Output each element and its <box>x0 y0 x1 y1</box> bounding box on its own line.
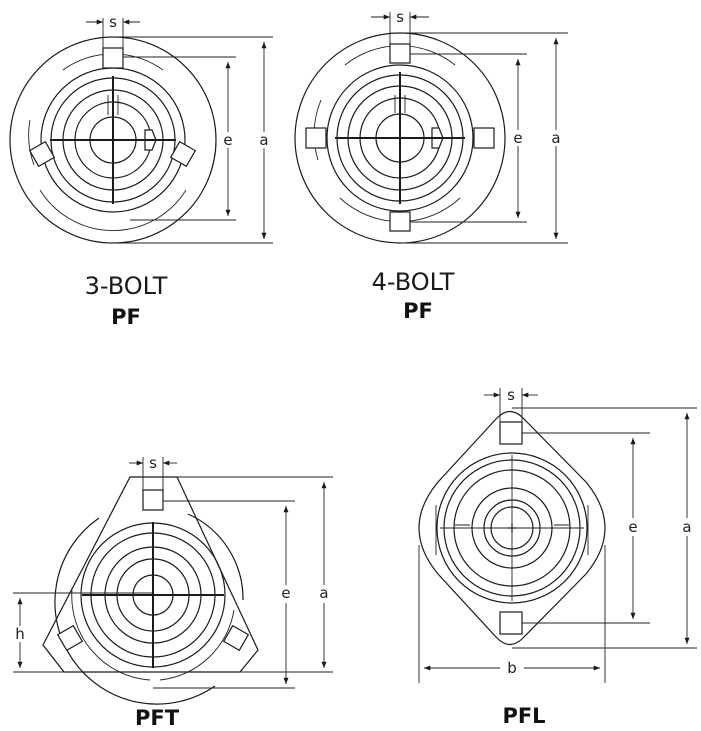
pft-drawing: s e a h PFT <box>13 454 333 730</box>
pf-4-bolt-label: PF <box>403 299 433 323</box>
bolt-hole-top <box>102 47 124 69</box>
dim-s-label: s <box>396 8 404 26</box>
pft-label: PFT <box>135 706 180 730</box>
bolt-hole-top <box>389 43 411 64</box>
dim-h-label: h <box>15 625 25 643</box>
pf-4-bolt-drawing: s e a 4-BOLT PF <box>294 8 568 323</box>
bolt-hole-left <box>56 624 84 652</box>
bolt-hole-right <box>473 127 495 149</box>
bolt-hole-top <box>499 421 523 445</box>
dim-e-label: e <box>281 584 290 602</box>
dim-e-label: e <box>513 129 522 147</box>
dim-e-label: e <box>628 518 637 536</box>
bolt-hole-left <box>28 140 56 168</box>
pf-3-bolt-sublabel: 3-BOLT <box>85 272 168 300</box>
dim-s-label: s <box>149 454 157 472</box>
dim-e-label: e <box>223 131 232 149</box>
pf-3-bolt-drawing: s e a 3-BOLT PF <box>9 13 273 329</box>
bolt-hole-bottom <box>389 211 411 232</box>
dim-s-label: s <box>109 13 117 31</box>
pf-3-bolt-label: PF <box>111 305 141 329</box>
bolt-hole-top <box>142 489 164 511</box>
pf-4-bolt-sublabel: 4-BOLT <box>372 268 455 296</box>
dim-a-label: a <box>551 129 560 147</box>
pfl-label: PFL <box>502 704 545 728</box>
bolt-hole-right <box>169 140 197 168</box>
dim-a-label: a <box>259 131 268 149</box>
dim-s-label: s <box>507 386 515 404</box>
bolt-hole-left <box>305 127 327 149</box>
bolt-hole-bottom <box>499 611 523 635</box>
bolt-hole-right <box>222 624 250 652</box>
dim-b-label: b <box>507 659 517 677</box>
dim-a-label: a <box>319 584 328 602</box>
dim-a-label: a <box>682 518 691 536</box>
pfl-drawing: s e a b PFL <box>418 386 697 728</box>
